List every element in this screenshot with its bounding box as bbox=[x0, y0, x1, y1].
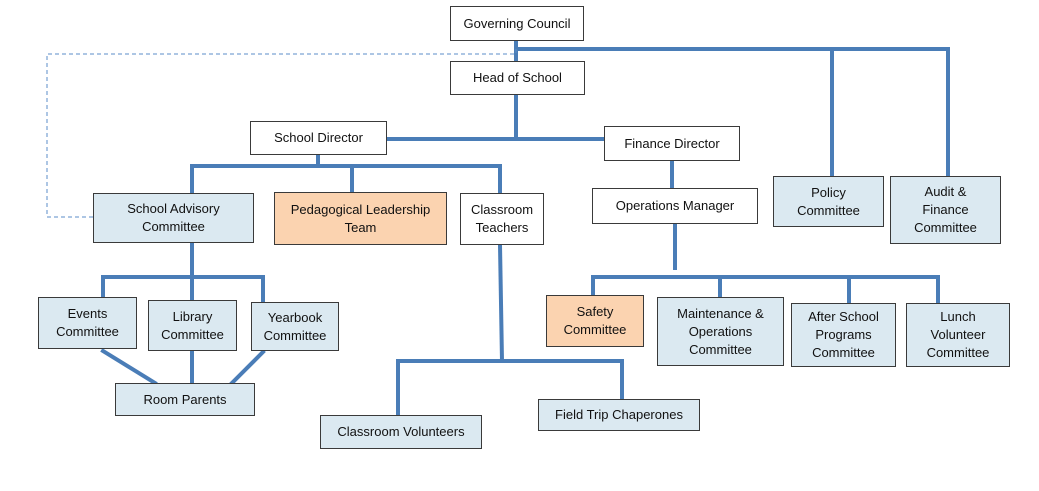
node-classroom-volunteers: Classroom Volunteers bbox=[320, 415, 482, 449]
node-pedagogical-leadership-team: Pedagogical Leadership Team bbox=[274, 192, 447, 245]
node-room-parents: Room Parents bbox=[115, 383, 255, 416]
node-governing-council: Governing Council bbox=[450, 6, 584, 41]
node-yearbook-committee: Yearbook Committee bbox=[251, 302, 339, 351]
connector bbox=[497, 242, 505, 364]
node-audit-finance-committee: Audit & Finance Committee bbox=[890, 176, 1001, 244]
connector bbox=[100, 348, 158, 386]
node-events-committee: Events Committee bbox=[38, 297, 137, 349]
node-safety-committee: Safety Committee bbox=[546, 295, 644, 347]
node-policy-committee: Policy Committee bbox=[773, 176, 884, 227]
node-head-of-school: Head of School bbox=[450, 61, 585, 95]
connector bbox=[229, 349, 266, 386]
node-finance-director: Finance Director bbox=[604, 126, 740, 161]
node-maintenance-operations-committee: Maintenance & Operations Committee bbox=[657, 297, 784, 366]
node-school-director: School Director bbox=[250, 121, 387, 155]
node-lunch-volunteer-committee: Lunch Volunteer Committee bbox=[906, 303, 1010, 367]
node-school-advisory-committee: School Advisory Committee bbox=[93, 193, 254, 243]
node-field-trip-chaperones: Field Trip Chaperones bbox=[538, 399, 700, 431]
node-library-committee: Library Committee bbox=[148, 300, 237, 351]
node-operations-manager: Operations Manager bbox=[592, 188, 758, 224]
node-after-school-programs-committee: After School Programs Committee bbox=[791, 303, 896, 367]
node-classroom-teachers: Classroom Teachers bbox=[460, 193, 544, 245]
dashed-advisory-link bbox=[46, 49, 517, 218]
